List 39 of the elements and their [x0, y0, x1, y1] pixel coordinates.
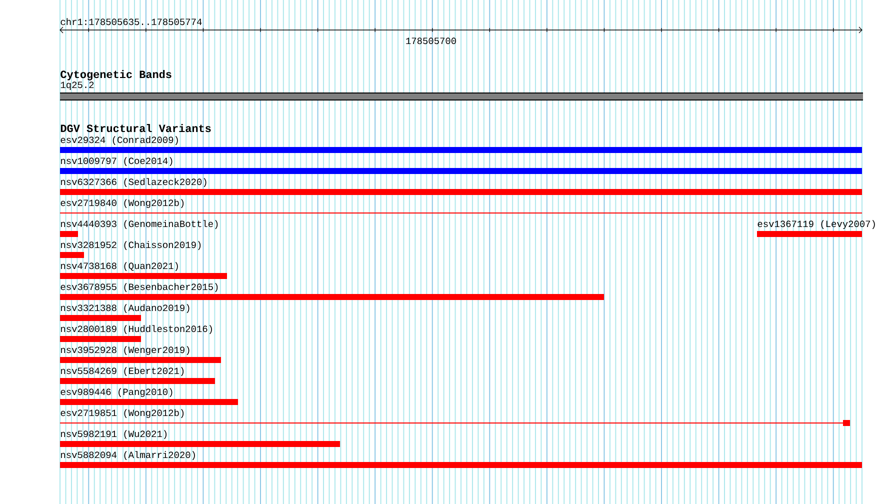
node-label: esv989446 (Pang2010) — [60, 388, 172, 397]
node-label: nsv6327366 (Sedlazeck2020) — [61, 178, 206, 187]
node-label: nsv4738168 (Quan2021) — [61, 262, 178, 271]
band-bar: 1q25.2 — [60, 82, 864, 100]
node-label: nsv3952928 (Wenger2019) — [61, 346, 190, 355]
variant-bar: esv29324 (Conrad2009) — [60, 136, 862, 153]
node-label: esv29324 (Conrad2009) — [60, 136, 178, 145]
variant-bar: nsv6327366 (Sedlazeck2020) — [60, 178, 862, 195]
node-label: esv3678955 (Besenbacher2015) — [60, 283, 218, 292]
node-label: nsv4440393 (GenomeinaBottle) — [61, 220, 218, 229]
node-label: nsv5584269 (Ebert2021) — [61, 367, 184, 376]
node-label: nsv3321388 (Audano2019) — [61, 304, 190, 313]
variant-bar: nsv5982191 (Wu2021) — [60, 430, 340, 447]
node-label: nsv5882094 (Almarri2020) — [61, 451, 195, 460]
node-label: nsv3281952 (Chaisson2019) — [61, 241, 201, 250]
node-label: 1q25.2 — [60, 82, 94, 90]
position-label: chr1:178505635..178505774 — [60, 18, 202, 26]
variant-bar: nsv3321388 (Audano2019) — [60, 304, 190, 321]
variant-bar: esv3678955 (Besenbacher2015) — [60, 283, 604, 300]
variant-bar: nsv5882094 (Almarri2020) — [60, 451, 862, 468]
node-label: nsv2800189 (Huddleston2016) — [61, 325, 212, 334]
variant-bar: esv1367119 (Levy2007) — [757, 220, 875, 237]
node-label: esv1367119 (Levy2007) — [758, 220, 875, 229]
track-heading: Cytogenetic Bands — [60, 70, 172, 80]
variant-bar: nsv3281952 (Chaisson2019) — [60, 241, 201, 258]
node-label: nsv5982191 (Wu2021) — [61, 430, 167, 439]
variant-bar: nsv3952928 (Wenger2019) — [60, 346, 221, 363]
node-label: nsv1009797 (Coe2014) — [61, 157, 172, 166]
variant-bar: nsv5584269 (Ebert2021) — [60, 367, 215, 384]
variant-bar: nsv4440393 (GenomeinaBottle) — [60, 220, 218, 237]
variant-bar: nsv4738168 (Quan2021) — [60, 262, 227, 279]
node-label: esv2719851 (Wong2012b) — [60, 409, 184, 418]
variant-bar: nsv1009797 (Coe2014) — [60, 157, 862, 174]
tick-label: 178505700 — [406, 38, 456, 44]
variant-bar: esv2719851 (Wong2012b) — [60, 409, 850, 426]
variant-bar: nsv2800189 (Huddleston2016) — [60, 325, 212, 342]
track-heading: DGV Structural Variants — [60, 124, 211, 132]
variant-bar: esv989446 (Pang2010) — [60, 388, 238, 405]
variant-bar: esv2719840 (Wong2012b) — [60, 199, 862, 214]
